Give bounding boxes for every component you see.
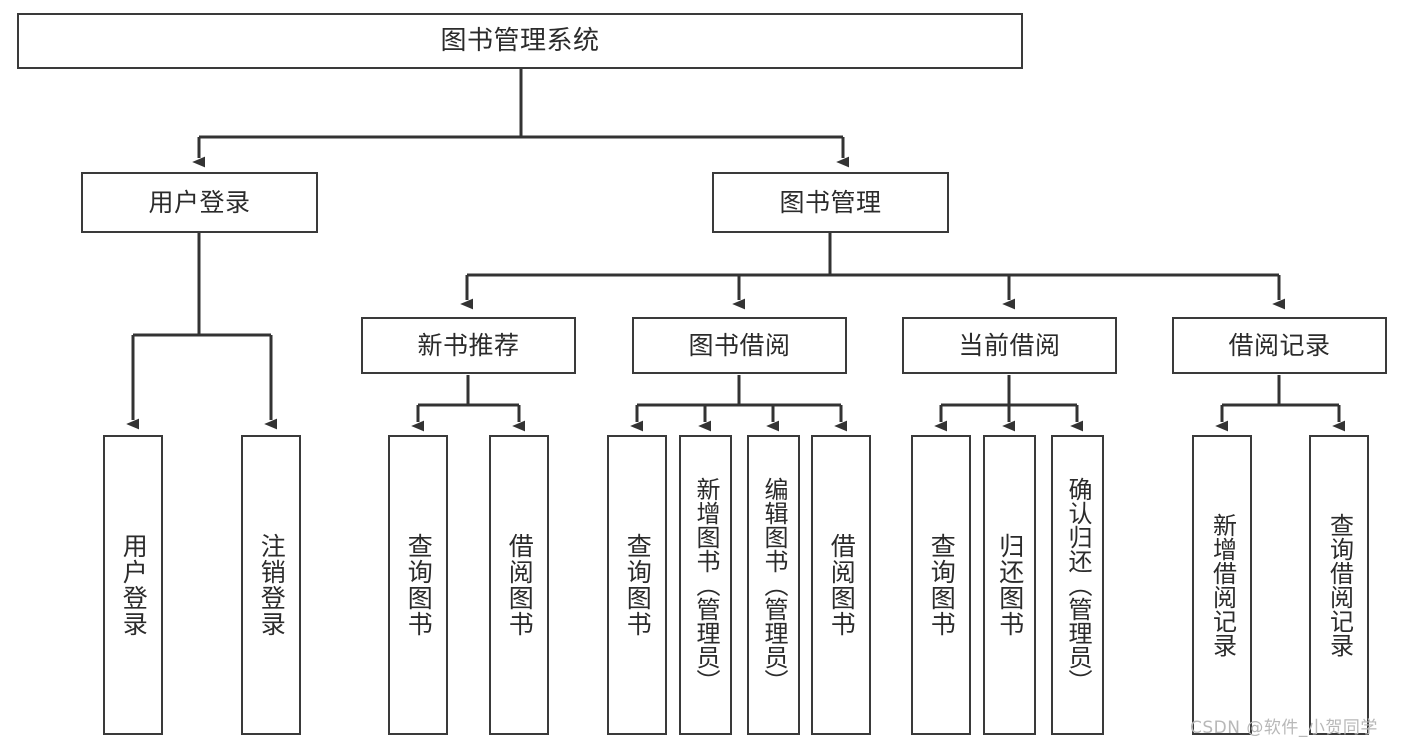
node-label: 查询借阅记录 xyxy=(1325,513,1354,657)
leaf-borrow-edit-book-admin[interactable]: 编辑图书（管理员） xyxy=(747,435,800,735)
leaf-user-login[interactable]: 用户登录 xyxy=(103,435,163,735)
node-label: 注销登录 xyxy=(257,533,287,637)
leaf-borrow-add-book-admin[interactable]: 新增图书（管理员） xyxy=(679,435,732,735)
node-user-login[interactable]: 用户登录 xyxy=(81,172,318,233)
leaf-user-logout[interactable]: 注销登录 xyxy=(241,435,301,735)
node-label: 编辑图书（管理员） xyxy=(759,477,788,693)
node-label: 借阅图书 xyxy=(505,533,535,637)
leaf-recommend-borrow-book[interactable]: 借阅图书 xyxy=(489,435,549,735)
node-label: 用户登录 xyxy=(148,188,251,217)
node-label: 图书借阅 xyxy=(688,331,791,360)
leaf-recommend-query-book[interactable]: 查询图书 xyxy=(388,435,448,735)
leaf-record-add-record[interactable]: 新增借阅记录 xyxy=(1192,435,1252,735)
node-label: 查询图书 xyxy=(623,533,653,637)
node-label: 用户登录 xyxy=(119,533,149,637)
node-label: 确认归还（管理员） xyxy=(1063,477,1092,693)
leaf-current-query-book[interactable]: 查询图书 xyxy=(911,435,971,735)
node-label: 图书管理 xyxy=(779,188,882,217)
node-label: 新增图书（管理员） xyxy=(691,477,720,693)
leaf-current-confirm-return-admin[interactable]: 确认归还（管理员） xyxy=(1051,435,1104,735)
leaf-current-return-book[interactable]: 归还图书 xyxy=(983,435,1036,735)
node-label: 归还图书 xyxy=(995,533,1025,637)
node-label: 新增借阅记录 xyxy=(1208,513,1237,657)
node-book-borrow[interactable]: 图书借阅 xyxy=(632,317,847,374)
leaf-borrow-borrow-book[interactable]: 借阅图书 xyxy=(811,435,871,735)
node-book-management[interactable]: 图书管理 xyxy=(712,172,949,233)
node-new-book-recommend[interactable]: 新书推荐 xyxy=(361,317,576,374)
node-borrow-record[interactable]: 借阅记录 xyxy=(1172,317,1387,374)
node-root-system[interactable]: 图书管理系统 xyxy=(17,13,1023,69)
leaf-record-query-record[interactable]: 查询借阅记录 xyxy=(1309,435,1369,735)
node-label: 图书管理系统 xyxy=(440,25,600,56)
node-label: 查询图书 xyxy=(404,533,434,637)
node-label: 借阅记录 xyxy=(1228,331,1331,360)
node-label: 借阅图书 xyxy=(827,533,857,637)
leaf-borrow-query-book[interactable]: 查询图书 xyxy=(607,435,667,735)
node-label: 查询图书 xyxy=(927,533,957,637)
node-label: 当前借阅 xyxy=(958,331,1061,360)
node-current-borrow[interactable]: 当前借阅 xyxy=(902,317,1117,374)
watermark-credit: CSDN @软件_小贺同学 xyxy=(1190,718,1378,738)
node-label: 新书推荐 xyxy=(417,331,520,360)
